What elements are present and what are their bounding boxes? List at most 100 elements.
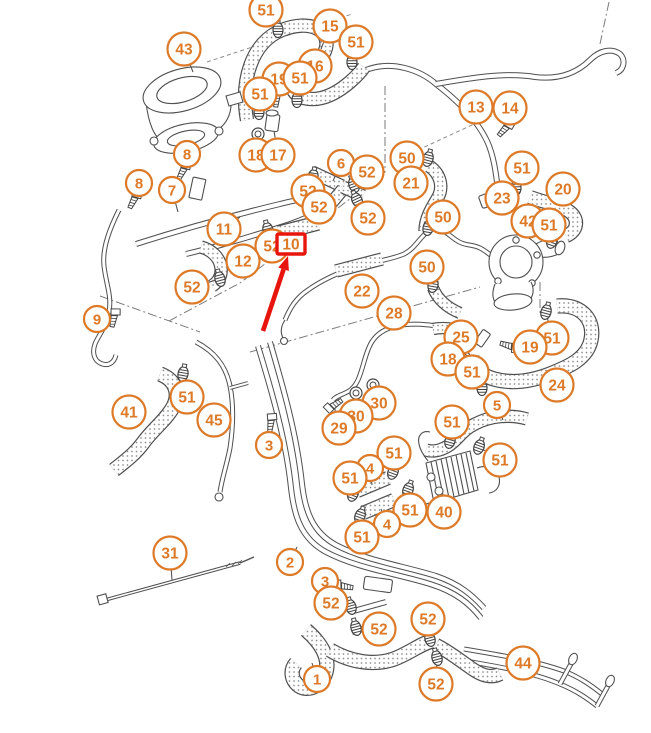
callout-24: 24 [539, 367, 575, 403]
svg-text:50: 50 [398, 151, 415, 168]
svg-text:25: 25 [452, 330, 470, 347]
fitting-45-end [214, 492, 224, 502]
svg-text:19: 19 [521, 340, 539, 357]
svg-text:51: 51 [341, 471, 359, 488]
callout-51: 51 [344, 519, 380, 555]
svg-text:51: 51 [347, 35, 365, 52]
section-boundary-line [599, 1, 610, 45]
callout-51: 51 [392, 492, 428, 528]
svg-text:51: 51 [257, 3, 275, 20]
callout-13: 13 [458, 89, 494, 125]
callout-52: 52 [301, 189, 337, 225]
svg-text:17: 17 [269, 148, 286, 165]
assembly-guide-line [417, 111, 501, 151]
svg-text:2: 2 [286, 554, 294, 571]
callout-51: 51 [531, 207, 567, 243]
callout-22: 22 [344, 273, 380, 309]
svg-text:51: 51 [513, 161, 531, 178]
svg-text:18: 18 [247, 148, 265, 165]
svg-text:11: 11 [216, 222, 233, 239]
svg-text:18: 18 [439, 352, 457, 369]
callout-50: 50 [409, 249, 445, 285]
pipe-44a [459, 658, 598, 708]
svg-text:52: 52 [358, 165, 375, 182]
clamp-icon [347, 616, 364, 638]
svg-text:52: 52 [359, 211, 376, 228]
callout-8: 8 [172, 139, 202, 169]
callout-28: 28 [376, 295, 412, 331]
callout-5: 5 [482, 390, 512, 420]
svg-text:51: 51 [251, 87, 269, 104]
svg-text:6: 6 [337, 155, 345, 172]
callout-8: 8 [124, 168, 154, 198]
svg-text:22: 22 [353, 284, 370, 301]
svg-text:14: 14 [501, 101, 519, 118]
pipe-22-eyelet [279, 336, 289, 346]
callout-40: 40 [426, 494, 462, 530]
pipe-44-stub [558, 661, 574, 685]
svg-text:51: 51 [443, 415, 461, 432]
svg-text:52: 52 [183, 280, 200, 297]
svg-text:31: 31 [161, 546, 179, 563]
callout-20: 20 [545, 171, 581, 207]
valve-25 [474, 329, 491, 348]
svg-text:45: 45 [205, 413, 223, 430]
hose-20 [527, 191, 582, 242]
svg-text:51: 51 [540, 218, 558, 235]
hose-50 [428, 285, 463, 318]
callout-51: 51 [332, 460, 368, 496]
svg-text:21: 21 [402, 176, 420, 193]
callout-51: 51 [434, 404, 470, 440]
callout-51: 51 [454, 354, 490, 390]
hose-22-sleeve [334, 253, 384, 277]
housing-42 [488, 234, 566, 311]
callout-51: 51 [242, 76, 278, 112]
callout-52: 52 [174, 269, 210, 305]
svg-text:51: 51 [178, 390, 196, 407]
svg-text:30: 30 [370, 396, 387, 413]
svg-text:8: 8 [135, 175, 143, 192]
hose-4b [360, 494, 397, 519]
svg-text:12: 12 [234, 254, 251, 271]
callout-52: 52 [349, 154, 385, 190]
bracket-7 [188, 176, 207, 201]
pipe-22-hook [280, 319, 286, 339]
callout-51: 51 [482, 442, 518, 478]
svg-text:52: 52 [419, 612, 436, 629]
callout-52: 52 [410, 601, 446, 637]
svg-text:51: 51 [491, 453, 509, 470]
svg-text:41: 41 [120, 405, 138, 422]
callout-14: 14 [492, 90, 528, 126]
svg-text:20: 20 [554, 182, 571, 199]
callout-17: 17 [260, 137, 296, 173]
svg-text:9: 9 [93, 311, 101, 328]
bracket-bottom [362, 575, 393, 594]
callout-51: 51 [248, 0, 284, 28]
highlight-label: 10 [282, 237, 299, 254]
clamp-icon [176, 362, 191, 383]
callout-1: 1 [302, 664, 332, 694]
bolt-icon [265, 412, 278, 433]
svg-text:52: 52 [427, 677, 444, 694]
washer-icon [349, 386, 363, 400]
pipe-44-stub [595, 683, 611, 707]
svg-text:51: 51 [385, 446, 403, 463]
svg-text:50: 50 [418, 260, 435, 277]
callout-51: 51 [282, 60, 318, 96]
callout-23: 23 [484, 180, 520, 216]
callout-7: 7 [157, 175, 187, 205]
svg-text:7: 7 [168, 182, 176, 199]
svg-text:29: 29 [330, 421, 348, 438]
pipe-13-branch [435, 48, 626, 86]
svg-text:4: 4 [383, 516, 392, 533]
callout-2: 2 [275, 547, 305, 577]
callout-51: 51 [169, 379, 205, 415]
callout-51: 51 [504, 150, 540, 186]
pipe-mouth [568, 652, 578, 666]
svg-text:28: 28 [385, 306, 403, 323]
highlight-callout: 10 [260, 232, 307, 332]
svg-text:51: 51 [401, 503, 419, 520]
